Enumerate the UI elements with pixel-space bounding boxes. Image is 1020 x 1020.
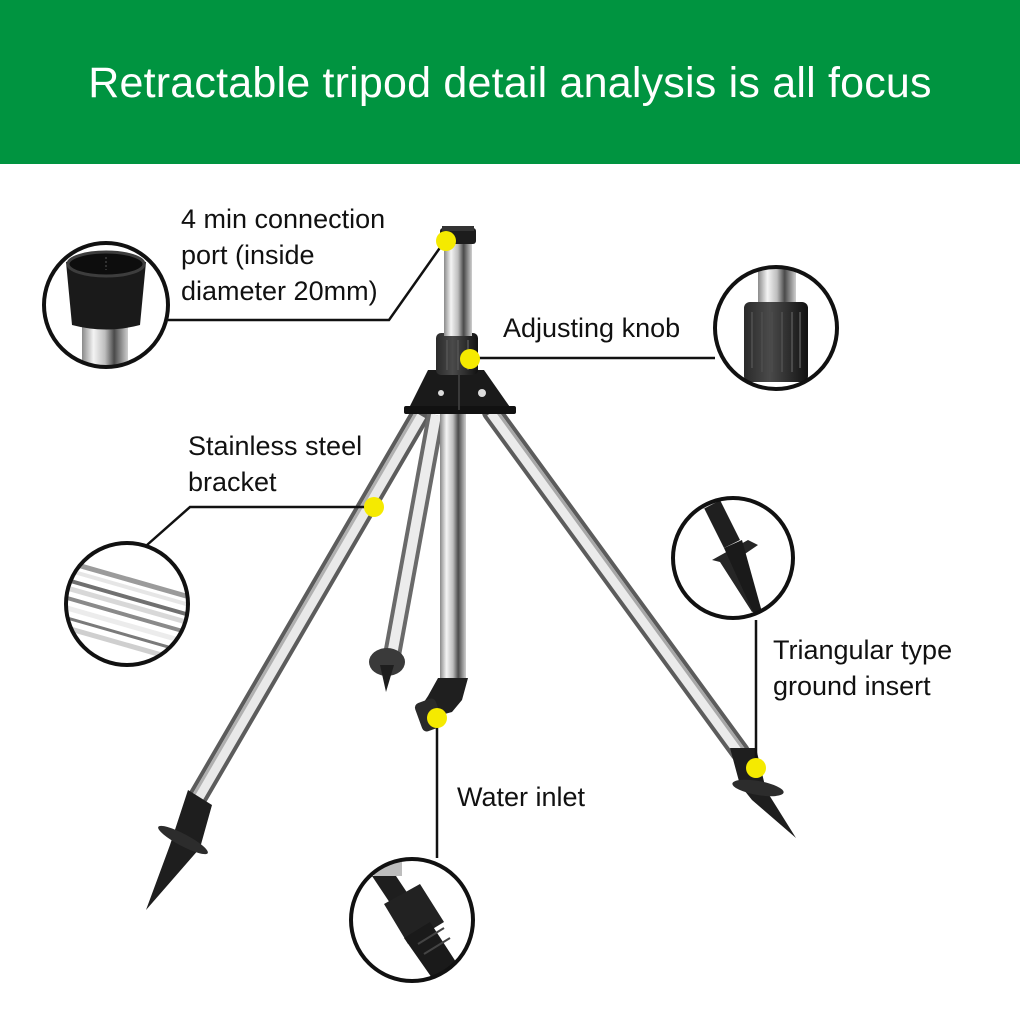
inset-adjusting-knob (713, 265, 839, 391)
marker-dot-water (427, 708, 447, 728)
label-adjusting-knob: Adjusting knob (503, 313, 681, 343)
inset-water-inlet (349, 857, 475, 983)
leader-line-steel (146, 505, 374, 546)
back-leg (369, 413, 445, 692)
center-leg (414, 412, 468, 732)
banner-title: Retractable tripod detail analysis is al… (88, 58, 932, 107)
leader-line-port (168, 241, 446, 322)
label-triangular-ground-insert: Triangular type ground insert (773, 635, 953, 701)
label-water-inlet: Water inlet (457, 782, 586, 812)
marker-dot-triangle (746, 758, 766, 778)
label-stainless-steel-bracket: Stainless steel bracket (188, 431, 363, 497)
tripod-hub (404, 370, 516, 414)
tripod-body (146, 226, 796, 910)
marker-dot-steel (364, 497, 384, 517)
leader-lines (146, 241, 758, 858)
marker-dots (364, 231, 766, 778)
label-connection-port: 4 min connection port (inside diameter 2… (181, 204, 386, 306)
left-leg (146, 405, 430, 910)
inset-connection-port (42, 241, 170, 369)
title-banner: Retractable tripod detail analysis is al… (0, 0, 1020, 164)
inset-steel-tubes (64, 541, 190, 667)
inset-ground-spike (671, 496, 795, 620)
marker-dot-port (436, 231, 456, 251)
marker-dot-knob (460, 349, 480, 369)
